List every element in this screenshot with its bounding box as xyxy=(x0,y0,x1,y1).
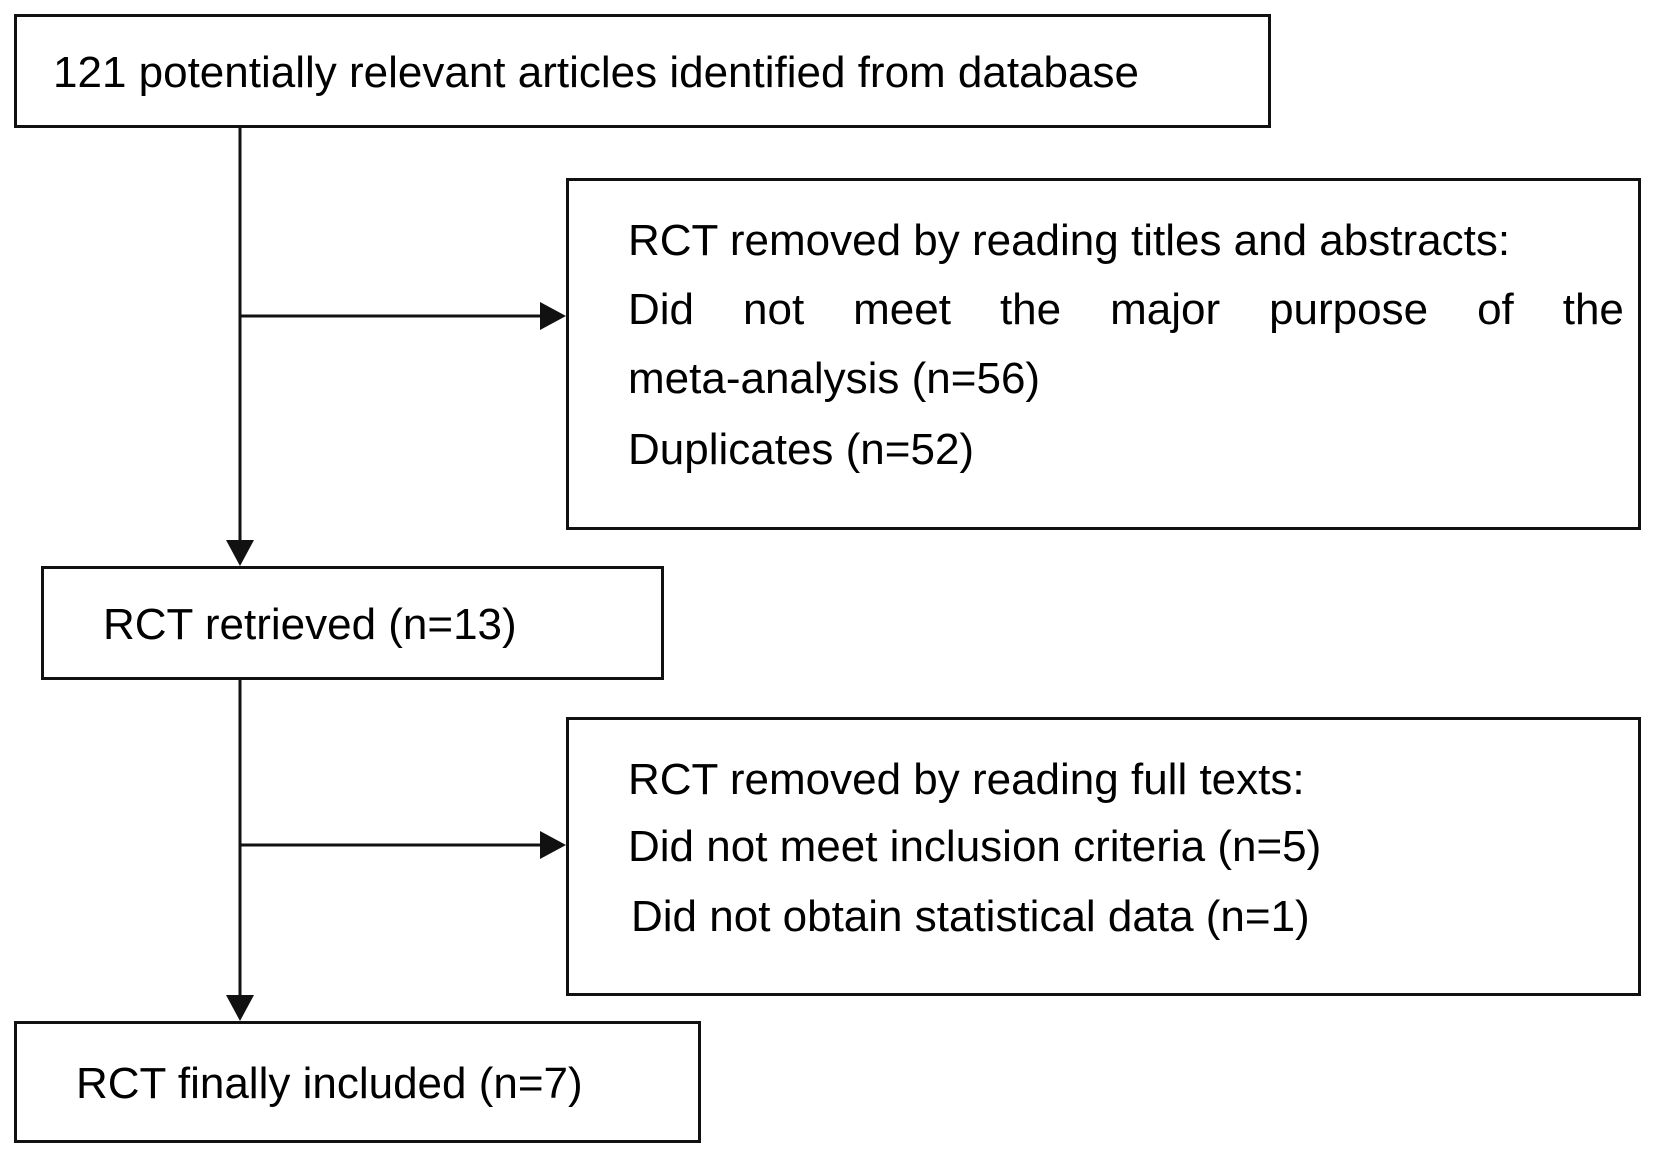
arrowhead-removed-second xyxy=(540,831,566,859)
reason-word: not xyxy=(743,285,805,334)
reason-word: meet xyxy=(853,285,951,334)
identified-articles-text: 121 potentially relevant articles identi… xyxy=(53,48,1139,97)
removed-by-titles-reason-2: Duplicates (n=52) xyxy=(628,425,975,474)
retrieved-box: RCT retrieved (n=13) xyxy=(41,566,664,680)
reason-word: purpose xyxy=(1269,285,1429,334)
reason-word: the xyxy=(999,285,1062,334)
removed-by-titles-heading: RCT removed by reading titles and abstra… xyxy=(628,216,1511,265)
reason-word: major xyxy=(1110,285,1221,334)
arrowhead-removed-first xyxy=(540,302,566,330)
included-box: RCT finally included (n=7) xyxy=(14,1021,701,1143)
removed-by-full-texts-box: RCT removed by reading full texts: Did n… xyxy=(566,717,1641,996)
removed-by-full-texts-heading: RCT removed by reading full texts: xyxy=(628,755,1305,804)
reason-word: Did xyxy=(628,285,695,334)
included-text: RCT finally included (n=7) xyxy=(76,1059,583,1108)
reason-word: of xyxy=(1477,285,1514,334)
arrowhead-included xyxy=(226,995,254,1021)
removed-by-titles-reason-1: Did not meet the major purpose of the xyxy=(628,288,1624,332)
arrowhead-retrieved xyxy=(226,540,254,566)
reason-word: the xyxy=(1562,285,1624,334)
identified-articles-box: 121 potentially relevant articles identi… xyxy=(14,14,1271,128)
retrieved-text: RCT retrieved (n=13) xyxy=(103,600,517,649)
removed-by-titles-reason-1-continued: meta-analysis (n=56) xyxy=(628,354,1041,403)
removed-by-titles-box: RCT removed by reading titles and abstra… xyxy=(566,178,1641,530)
removed-by-full-texts-reason-1: Did not meet inclusion criteria (n=5) xyxy=(628,822,1322,871)
removed-by-full-texts-reason-2: Did not obtain statistical data (n=1) xyxy=(631,892,1310,941)
